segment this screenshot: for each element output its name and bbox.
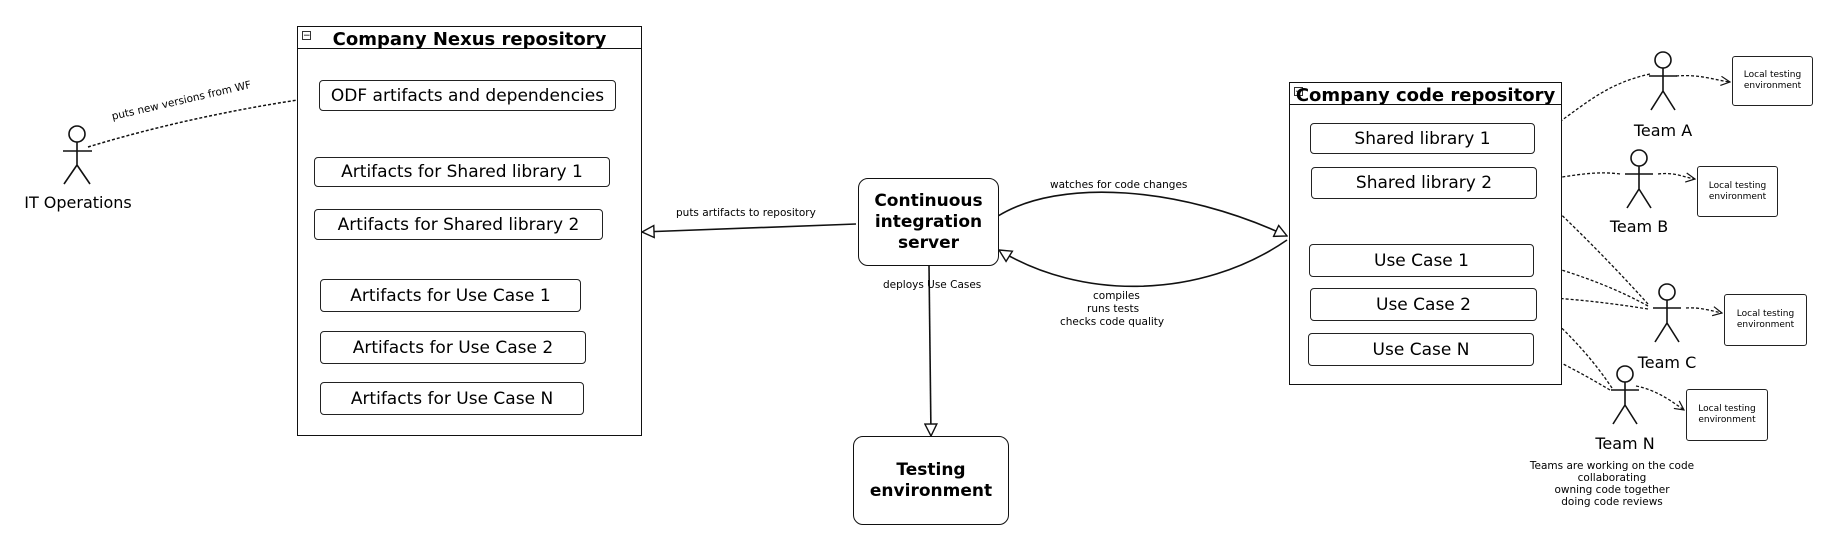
- team-note-line-3: owning code together: [1554, 484, 1670, 496]
- local-testing-env-team-a[interactable]: Local testing environment: [1732, 56, 1813, 106]
- edge-teamn-to-local: [1635, 385, 1684, 410]
- edge-label-compiles: compiles: [1093, 290, 1140, 302]
- edge-label-puts-artifacts: puts artifacts to repository: [676, 207, 816, 219]
- local-env-line-2: environment: [1698, 415, 1756, 425]
- testing-environment-line-2: environment: [869, 480, 993, 501]
- edge-teamb-to-local: [1657, 174, 1695, 179]
- collapse-icon[interactable]: −: [1294, 87, 1303, 97]
- edge-ci-to-testing: [929, 264, 931, 436]
- actor-label-it-operations: IT Operations: [24, 193, 132, 212]
- team-note-line-2: collaborating: [1577, 472, 1647, 484]
- nexus-repository-header: − Company Nexus repository: [298, 27, 641, 50]
- local-env-line-2: environment: [1743, 81, 1802, 91]
- edge-label-deploys: deploys Use Cases: [883, 279, 982, 291]
- local-env-line-1: Local testing: [1708, 180, 1767, 191]
- local-env-line-2: environment: [1708, 191, 1767, 202]
- nexus-item-shared-library-2[interactable]: Artifacts for Shared library 2: [314, 209, 603, 240]
- edge-ci-watches-code: [997, 191, 1287, 236]
- edge-label-watches: watches for code changes: [1050, 179, 1188, 191]
- team-notes: Teams are working on the code collaborat…: [1518, 460, 1706, 508]
- stick-figure-team-n: [1611, 365, 1639, 425]
- local-testing-env-team-b[interactable]: Local testing environment: [1697, 166, 1778, 217]
- code-item-shared-library-2[interactable]: Shared library 2: [1311, 167, 1537, 199]
- edge-ci-to-nexus: [642, 223, 857, 232]
- actor-label-team-a: Team A: [1633, 121, 1693, 140]
- local-testing-env-team-c[interactable]: Local testing environment: [1724, 294, 1807, 346]
- ci-server-box[interactable]: Continuous integration server: [858, 178, 999, 266]
- team-note-line-4: doing code reviews: [1561, 496, 1663, 508]
- edge-teamc-to-local: [1685, 308, 1722, 313]
- edge-teama-to-local: [1675, 74, 1730, 82]
- actor-label-team-c: Team C: [1637, 353, 1697, 372]
- local-testing-env-team-n[interactable]: Local testing environment: [1686, 389, 1768, 441]
- local-env-line-1: Local testing: [1736, 309, 1795, 319]
- actor-label-team-b: Team B: [1609, 217, 1669, 236]
- local-env-line-2: environment: [1736, 320, 1795, 330]
- code-item-use-case-n[interactable]: Use Case N: [1308, 333, 1534, 366]
- testing-environment-line-1: Testing: [896, 459, 966, 480]
- stick-figure-team-a: [1649, 51, 1677, 111]
- actor-label-team-n: Team N: [1595, 434, 1655, 453]
- ci-server-line-3: server: [897, 232, 960, 253]
- code-repository-title: Company code repository: [1295, 85, 1556, 106]
- stick-figure-it-operations: [63, 125, 92, 185]
- stick-figure-team-b: [1625, 149, 1653, 209]
- local-env-line-1: Local testing: [1743, 70, 1802, 80]
- code-item-use-case-2[interactable]: Use Case 2: [1310, 288, 1537, 321]
- ci-server-line-1: Continuous: [874, 190, 983, 211]
- nexus-item-shared-library-1[interactable]: Artifacts for Shared library 1: [314, 157, 610, 187]
- collapse-icon[interactable]: −: [302, 31, 311, 41]
- code-item-shared-library-1[interactable]: Shared library 1: [1310, 123, 1535, 154]
- code-item-use-case-1[interactable]: Use Case 1: [1309, 244, 1534, 277]
- edge-label-checks-quality: checks code quality: [1060, 316, 1165, 328]
- team-note-line-1: Teams are working on the code: [1529, 460, 1695, 472]
- nexus-item-use-case-n[interactable]: Artifacts for Use Case N: [320, 382, 584, 415]
- nexus-repository-title: Company Nexus repository: [332, 29, 607, 50]
- local-env-line-1: Local testing: [1698, 404, 1756, 414]
- edge-itops-to-odf: [87, 97, 318, 148]
- nexus-item-use-case-1[interactable]: Artifacts for Use Case 1: [320, 279, 581, 312]
- stick-figure-team-c: [1653, 283, 1681, 343]
- code-repository-header: − Company code repository: [1290, 83, 1561, 106]
- testing-environment-box[interactable]: Testing environment: [853, 436, 1009, 525]
- nexus-item-use-case-2[interactable]: Artifacts for Use Case 2: [320, 331, 586, 364]
- edge-code-to-ci: [999, 239, 1288, 288]
- edge-label-runs-tests: runs tests: [1087, 303, 1140, 315]
- ci-server-line-2: integration: [874, 211, 983, 232]
- edge-teamc-to-uc2: [1537, 297, 1649, 310]
- nexus-item-odf[interactable]: ODF artifacts and dependencies: [319, 80, 616, 111]
